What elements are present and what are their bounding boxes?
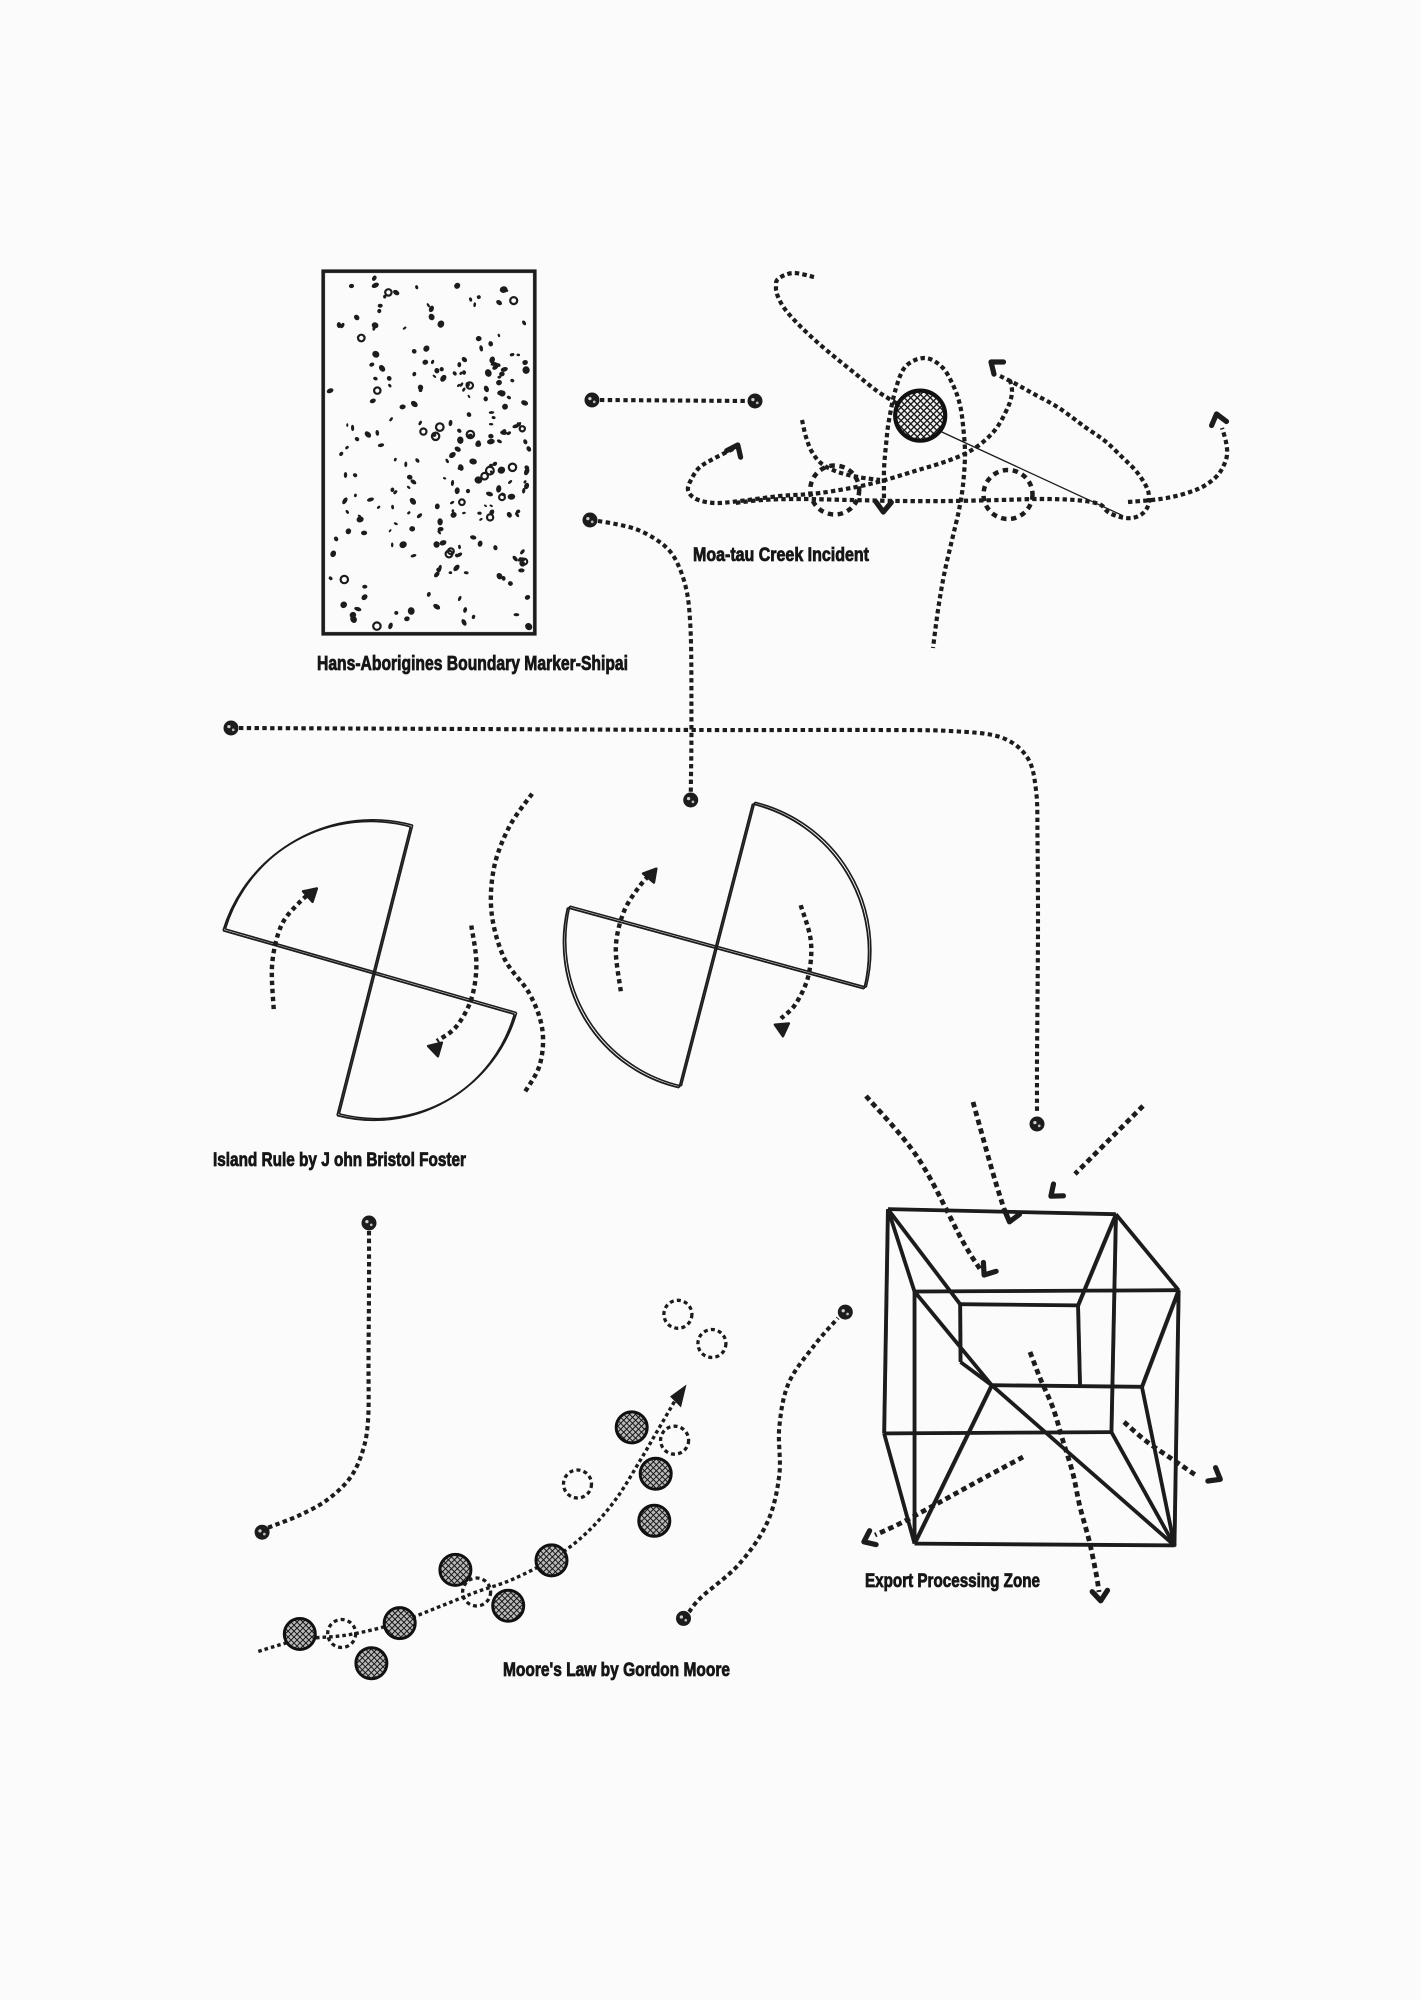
svg-text:Export Processing Zone: Export Processing Zone (865, 1571, 1040, 1592)
svg-text:Moa-tau Creek Incident: Moa-tau Creek Incident (693, 545, 870, 566)
svg-text:Moore's Law by Gordon Moore: Moore's Law by Gordon Moore (503, 1660, 730, 1681)
svg-text:Island Rule by J ohn Bristol F: Island Rule by J ohn Bristol Foster (213, 1150, 466, 1171)
svg-text:Hans-Aborigines Boundary Marke: Hans-Aborigines Boundary Marker-Shipai (317, 653, 628, 675)
